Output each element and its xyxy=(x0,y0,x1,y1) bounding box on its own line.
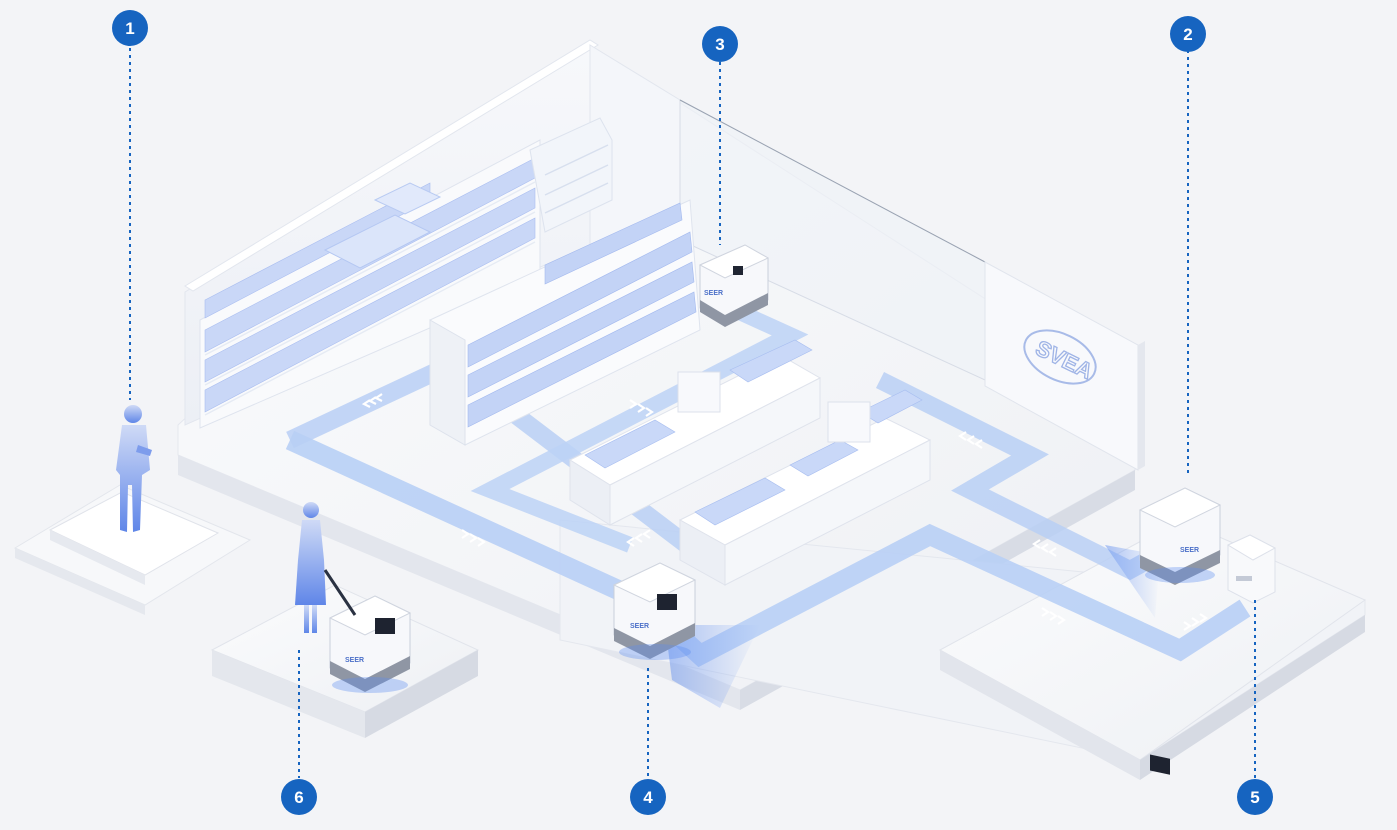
callout-leader-lines xyxy=(129,48,1256,778)
staff-platform-edge xyxy=(15,548,145,615)
marker-3-label: 3 xyxy=(715,35,724,54)
route-inner-loop xyxy=(470,302,809,553)
shelving-units xyxy=(199,117,701,446)
route-outer-loop xyxy=(285,430,1251,668)
marker-5-label: 5 xyxy=(1250,788,1259,807)
dock-platform-edge-right xyxy=(1140,615,1365,780)
robot-dock: SEER xyxy=(1105,487,1222,775)
robot-aisle-badge: SEER xyxy=(704,290,723,297)
fridge-shelves xyxy=(544,144,609,214)
marker-5: 5 xyxy=(1237,779,1273,815)
sign-panel-side xyxy=(1138,341,1145,470)
counter-back-face xyxy=(724,439,931,586)
fridge-unit xyxy=(529,117,613,233)
counter-front-face xyxy=(609,377,821,526)
marker-2: 2 xyxy=(1170,16,1206,52)
counter-front-box xyxy=(677,371,721,413)
route-direction-chevrons xyxy=(361,393,1208,631)
display-counters xyxy=(568,339,932,586)
crate-top-1 xyxy=(323,214,432,269)
counter-front-products xyxy=(584,339,813,469)
gondola-products xyxy=(467,202,697,428)
charging-station xyxy=(1226,534,1277,604)
marker-3: 3 xyxy=(702,26,738,62)
marker-4: 4 xyxy=(630,779,666,815)
callout-markers: 1 2 3 4 5 6 xyxy=(112,10,1273,815)
delivery-platform-edge-right xyxy=(365,650,478,738)
robot-floor-beam xyxy=(665,625,760,708)
back-left-wall-top xyxy=(184,39,599,292)
marker-6-label: 6 xyxy=(294,788,303,807)
delivery-platform-edge xyxy=(212,650,365,738)
marker-6: 6 xyxy=(281,779,317,815)
crate-top-2 xyxy=(373,182,442,215)
counter-back-box xyxy=(827,401,871,443)
shopper-person xyxy=(295,502,357,633)
gondola-end xyxy=(429,319,466,446)
counter-back-products xyxy=(694,389,923,526)
robot-floor: SEER xyxy=(612,562,760,708)
marker-1: 1 xyxy=(112,10,148,46)
marker-2-label: 2 xyxy=(1183,25,1192,44)
robot-delivery: SEER xyxy=(328,595,412,693)
wall-shelf-lines xyxy=(204,181,536,416)
svea-sign-wall: SVEA xyxy=(984,261,1145,471)
dock-platform-edge xyxy=(940,650,1140,780)
robot-aisle: SEER xyxy=(698,244,770,327)
staff-person xyxy=(116,405,152,532)
svea-logo-ring xyxy=(1023,329,1097,385)
robot-dock-badge: SEER xyxy=(1180,547,1199,554)
robot-floor-badge: SEER xyxy=(630,623,649,630)
glass-top-line xyxy=(679,99,986,263)
staff-mat-edge xyxy=(50,530,145,585)
robot-delivery-badge: SEER xyxy=(345,657,364,664)
marker-4-label: 4 xyxy=(643,788,653,807)
marker-1-label: 1 xyxy=(125,19,134,38)
